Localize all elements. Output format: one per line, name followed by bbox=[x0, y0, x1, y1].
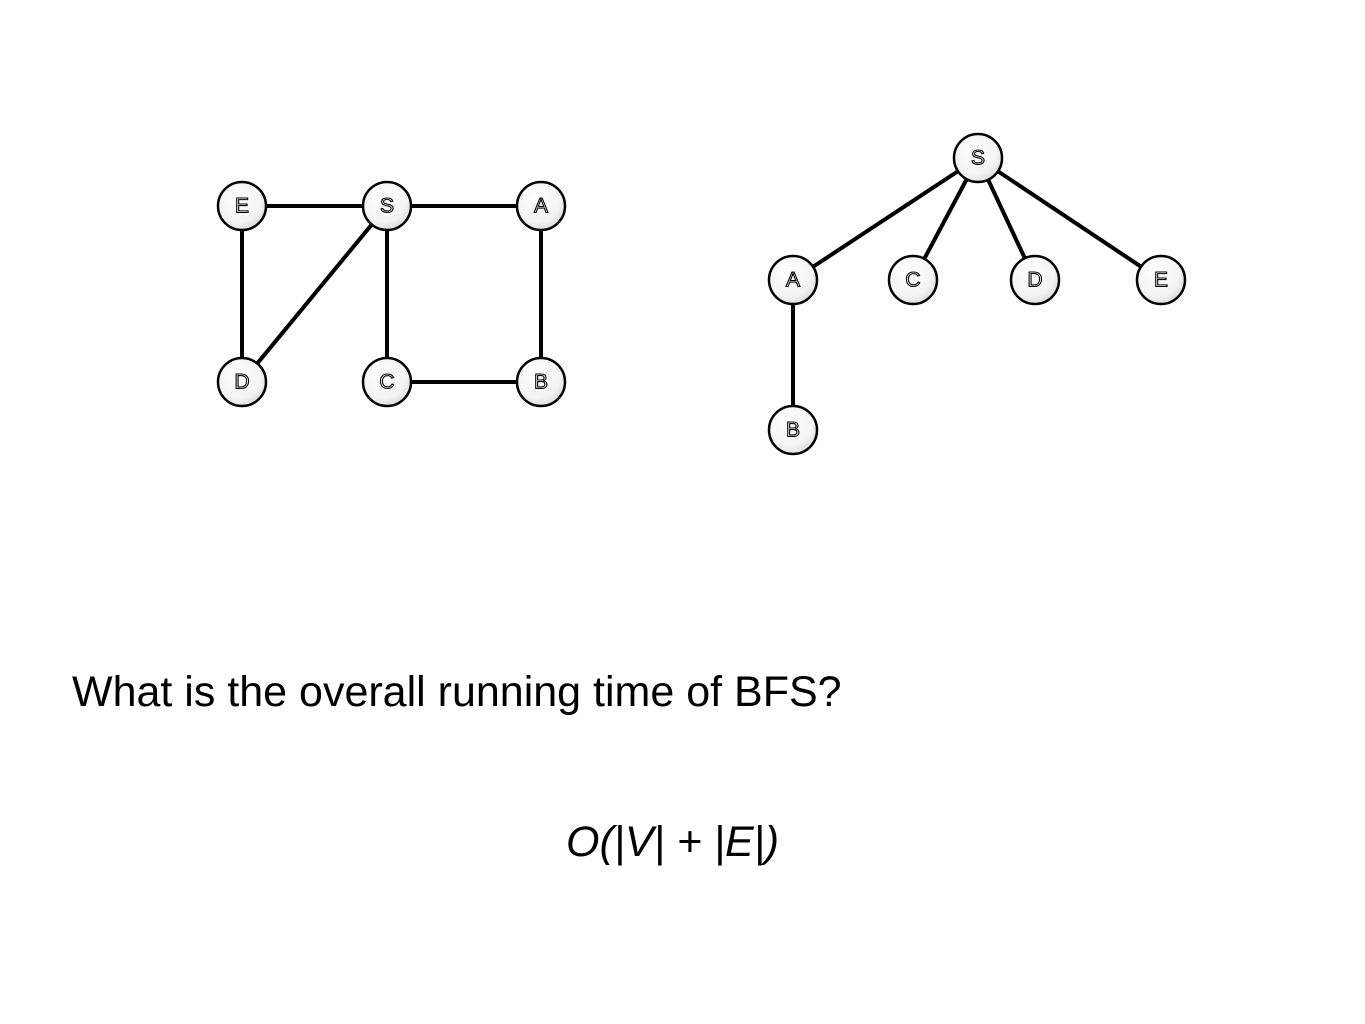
tree-node-circle bbox=[1009, 254, 1061, 306]
graph-node-label: S bbox=[380, 195, 394, 218]
tree-node-label: B bbox=[786, 419, 800, 442]
tree-node-s: S bbox=[952, 132, 1004, 184]
bfs-diagram: E S A D C B S A C D E B bbox=[216, 132, 1187, 456]
graph-edge-S-D bbox=[240, 204, 389, 384]
graph-node-label: E bbox=[235, 195, 249, 218]
tree-edge-S-E bbox=[976, 156, 1163, 282]
graph-node-s: S bbox=[361, 180, 413, 232]
tree-node-circle bbox=[952, 132, 1004, 184]
tree-node-circle bbox=[1135, 254, 1187, 306]
graph-node-b: B bbox=[515, 356, 567, 408]
graph-node-label: C bbox=[379, 371, 394, 394]
graph-node-c: C bbox=[361, 356, 413, 408]
tree-node-b: B bbox=[767, 404, 819, 456]
graph-node-label: B bbox=[534, 371, 548, 394]
tree-node-label: C bbox=[905, 269, 920, 292]
question-text: What is the overall running time of BFS? bbox=[72, 668, 842, 716]
graph-node-circle bbox=[515, 180, 567, 232]
tree-node-circle bbox=[767, 254, 819, 306]
graph-node-circle bbox=[361, 356, 413, 408]
nodes-layer: E S A D C B S A C D E B bbox=[216, 132, 1187, 456]
graph-node-circle bbox=[361, 180, 413, 232]
tree-node-label: S bbox=[971, 147, 985, 170]
graph-node-label: D bbox=[234, 371, 249, 394]
tree-node-e: E bbox=[1135, 254, 1187, 306]
graph-node-circle bbox=[216, 356, 268, 408]
graph-node-d: D bbox=[216, 356, 268, 408]
tree-edge-S-A bbox=[791, 156, 980, 282]
tree-node-circle bbox=[887, 254, 939, 306]
answer-text: O(|V| + |E|) bbox=[566, 818, 780, 866]
tree-node-a: A bbox=[767, 254, 819, 306]
graph-node-circle bbox=[216, 180, 268, 232]
tree-node-label: E bbox=[1154, 269, 1168, 292]
graph-node-circle bbox=[515, 356, 567, 408]
graph-node-a: A bbox=[515, 180, 567, 232]
graph-node-e: E bbox=[216, 180, 268, 232]
graph-node-label: A bbox=[534, 195, 548, 218]
tree-node-circle bbox=[767, 404, 819, 456]
tree-node-label: A bbox=[786, 269, 800, 292]
tree-node-c: C bbox=[887, 254, 939, 306]
tree-node-d: D bbox=[1009, 254, 1061, 306]
tree-node-label: D bbox=[1027, 269, 1042, 292]
